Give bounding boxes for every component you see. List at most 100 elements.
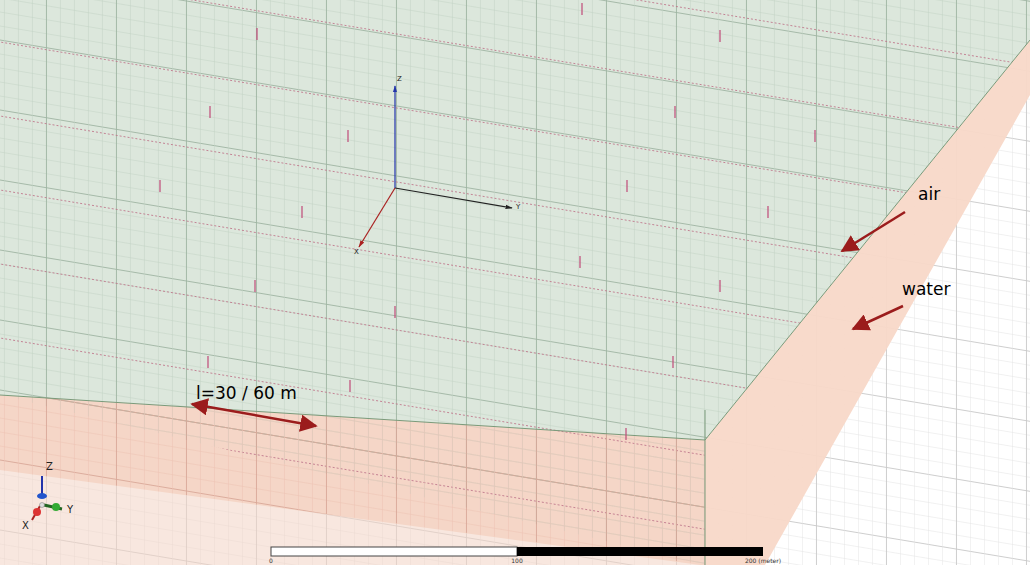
grid-line xyxy=(0,357,1030,565)
grid-line xyxy=(0,133,1030,382)
grid-line xyxy=(0,105,1030,354)
grid-line xyxy=(0,0,1030,4)
callout-label: water xyxy=(902,281,950,298)
grid-line xyxy=(0,441,1030,565)
grid-line xyxy=(158,0,159,565)
grid-line xyxy=(970,0,971,565)
grid-line xyxy=(0,413,1030,565)
dipole-antenna xyxy=(209,106,210,118)
grid-line xyxy=(270,0,271,565)
grid-line xyxy=(312,0,313,565)
grid-line xyxy=(60,0,61,565)
grid-line xyxy=(60,0,61,565)
grid-line xyxy=(284,0,285,565)
grid-line xyxy=(466,0,467,565)
grid-line xyxy=(872,0,873,565)
grid-line xyxy=(956,0,957,565)
grid-line xyxy=(0,147,1030,396)
grid-line xyxy=(0,0,1030,186)
grid-line xyxy=(0,217,1030,466)
grid-line xyxy=(564,0,565,565)
grid-line xyxy=(0,161,1030,410)
grid-line xyxy=(102,0,103,565)
triad-x xyxy=(32,506,40,520)
grid-line xyxy=(382,0,383,565)
array-row-line xyxy=(0,453,1030,565)
grid-line xyxy=(718,0,719,565)
dipole-antenna xyxy=(672,356,673,368)
grid-line xyxy=(0,203,1030,452)
grid-line xyxy=(662,0,663,565)
dipole-antenna xyxy=(207,356,208,368)
grid-line xyxy=(4,0,5,565)
triad-label: Z xyxy=(46,462,53,472)
grid-line xyxy=(172,0,173,565)
grid-line xyxy=(998,0,999,565)
grid-line xyxy=(242,0,243,565)
grid-line xyxy=(186,0,187,565)
grid-line xyxy=(536,0,537,565)
grid-line xyxy=(18,0,19,565)
dipole-antenna xyxy=(301,206,302,218)
grid-line xyxy=(606,0,607,565)
dipole-antenna xyxy=(719,30,720,42)
grid-line xyxy=(0,287,1030,536)
grid-line xyxy=(0,0,1030,88)
dimension-arrow xyxy=(192,404,316,426)
grid-line xyxy=(158,0,159,565)
array-row-line xyxy=(0,0,1030,36)
grid-line xyxy=(0,231,1030,480)
grid-line xyxy=(452,0,453,565)
grid-line xyxy=(508,0,509,565)
grid-line xyxy=(0,0,1030,144)
triad-label: Y xyxy=(67,505,73,515)
grid-line xyxy=(606,0,607,565)
array-row-line xyxy=(0,231,1030,480)
grid-line xyxy=(284,0,285,565)
grid-line xyxy=(0,539,1030,565)
grid-line xyxy=(0,0,1030,74)
dipole-antenna xyxy=(394,306,395,318)
array-row-line xyxy=(0,157,1030,406)
grid-line xyxy=(774,0,775,565)
y-axis xyxy=(395,188,512,208)
grid-line xyxy=(0,483,1030,565)
grid-line xyxy=(0,273,1030,522)
grid-line xyxy=(858,0,859,565)
grid-line xyxy=(0,0,1030,88)
grid-line xyxy=(0,259,1030,508)
grid-line xyxy=(0,77,1030,326)
scale-label: 0 xyxy=(269,558,273,564)
grid-line xyxy=(0,0,1030,32)
grid-line xyxy=(970,0,971,565)
grid-line xyxy=(46,0,47,565)
grid-line xyxy=(0,35,1030,284)
grid-line xyxy=(0,385,1030,565)
grid-line xyxy=(32,0,33,565)
grid-line xyxy=(74,0,75,565)
grid-line xyxy=(88,0,89,565)
grid-line xyxy=(0,329,1030,565)
axis-label: Z xyxy=(397,76,402,83)
grid-line xyxy=(452,0,453,565)
grid-line xyxy=(0,357,1030,565)
grid-line xyxy=(984,0,985,565)
grid-line xyxy=(410,0,411,565)
dipole-antenna xyxy=(625,428,626,440)
grid-line xyxy=(0,0,1030,60)
grid-line xyxy=(732,0,733,565)
grid-line xyxy=(0,189,1030,438)
grid-line xyxy=(0,63,1030,312)
scale-bar xyxy=(517,547,763,556)
grid-line xyxy=(1026,0,1027,565)
grid-line xyxy=(522,0,523,565)
grid-line xyxy=(816,0,817,565)
triad-origin xyxy=(40,503,45,508)
grid-line xyxy=(0,259,1030,508)
grid-line xyxy=(354,0,355,565)
grid-line xyxy=(620,0,621,565)
grid-line xyxy=(0,0,1030,144)
grid-line xyxy=(396,0,397,565)
